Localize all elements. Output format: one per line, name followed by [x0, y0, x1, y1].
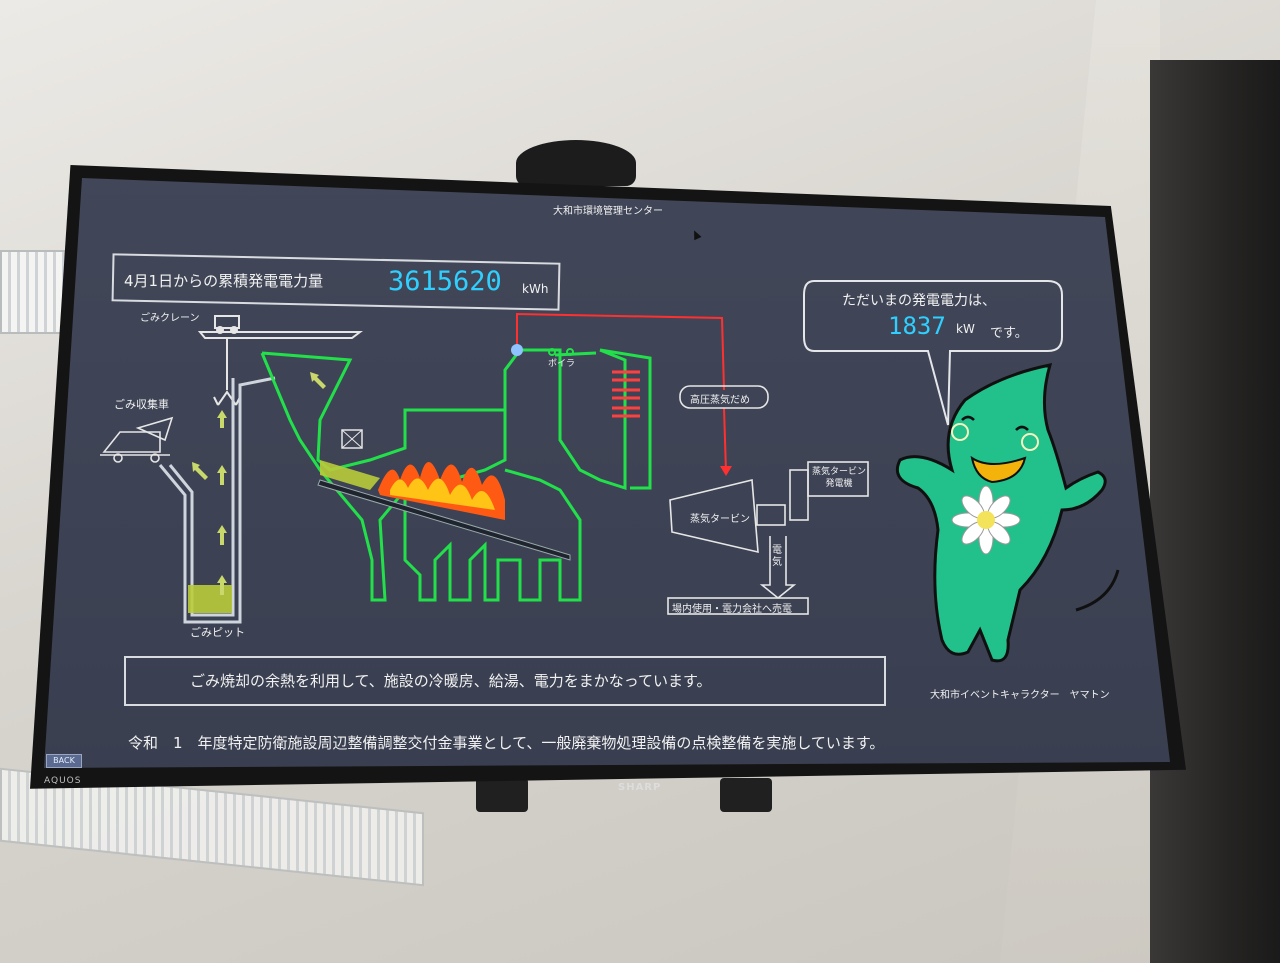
- label-sale: 場内使用・電力会社へ売電: [672, 604, 792, 615]
- label-electricity: 電気: [772, 545, 782, 568]
- turbine-system: [667, 385, 869, 615]
- steam-line: [516, 312, 727, 473]
- garbage-heap: [188, 585, 232, 613]
- cumulative-value: 3615620: [388, 266, 502, 297]
- message-text: ごみ焼却の余熱を利用して、施設の冷暖房、給湯、電力をまかなっています。: [190, 672, 712, 690]
- heat-exchanger: [612, 370, 640, 418]
- label-hp-steam: 高圧蒸気だめ: [690, 395, 750, 406]
- garbage-truck-icon: [100, 416, 174, 463]
- crane-rail: [197, 315, 363, 406]
- label-generator: 蒸気タービン 発電機: [812, 467, 867, 489]
- speech-bubble: [803, 280, 1063, 426]
- label-boiler: ボイラ: [548, 359, 576, 369]
- back-button[interactable]: BACK: [46, 754, 82, 768]
- label-crane: ごみクレーン: [140, 313, 200, 324]
- mascot-caption: 大和市イベントキャラクター ヤマトン: [930, 690, 1110, 701]
- fire-icon: [378, 461, 505, 520]
- tv-brand-aquos: AQUOS: [44, 776, 82, 786]
- tv-bracket-right: [720, 778, 772, 812]
- current-value: 1837: [888, 312, 946, 340]
- cumulative-label: 4月1日からの累積発電電力量: [124, 272, 324, 290]
- tv-mount: [516, 140, 636, 186]
- ticker-text: 令和 1 年度特定防衛施設周辺整備調整交付金事業として、一般廃棄物処理設備の点検…: [128, 734, 885, 752]
- label-truck: ごみ収集車: [114, 398, 169, 411]
- current-unit: kW: [956, 322, 975, 336]
- label-pit: ごみピット: [190, 626, 245, 639]
- current-line1: ただいまの発電電力は、: [842, 293, 996, 309]
- ceiling-light-left: [0, 250, 66, 334]
- garbage-pit: [158, 376, 276, 624]
- label-turbine: 蒸気タービン: [690, 514, 750, 525]
- current-suffix: です。: [990, 326, 1028, 341]
- pillar: [1150, 60, 1280, 963]
- mascot-yamaton: [895, 363, 1120, 663]
- screen-title: 大和市環境管理センター: [553, 206, 663, 217]
- cumulative-unit: kWh: [522, 282, 549, 296]
- tv-brand-sharp: SHARP: [618, 782, 662, 793]
- grate: [317, 479, 571, 561]
- furnace-outline: [260, 348, 652, 602]
- message-box: [124, 656, 886, 706]
- flow-arrows: [192, 372, 326, 595]
- tv-bracket-left: [476, 778, 528, 812]
